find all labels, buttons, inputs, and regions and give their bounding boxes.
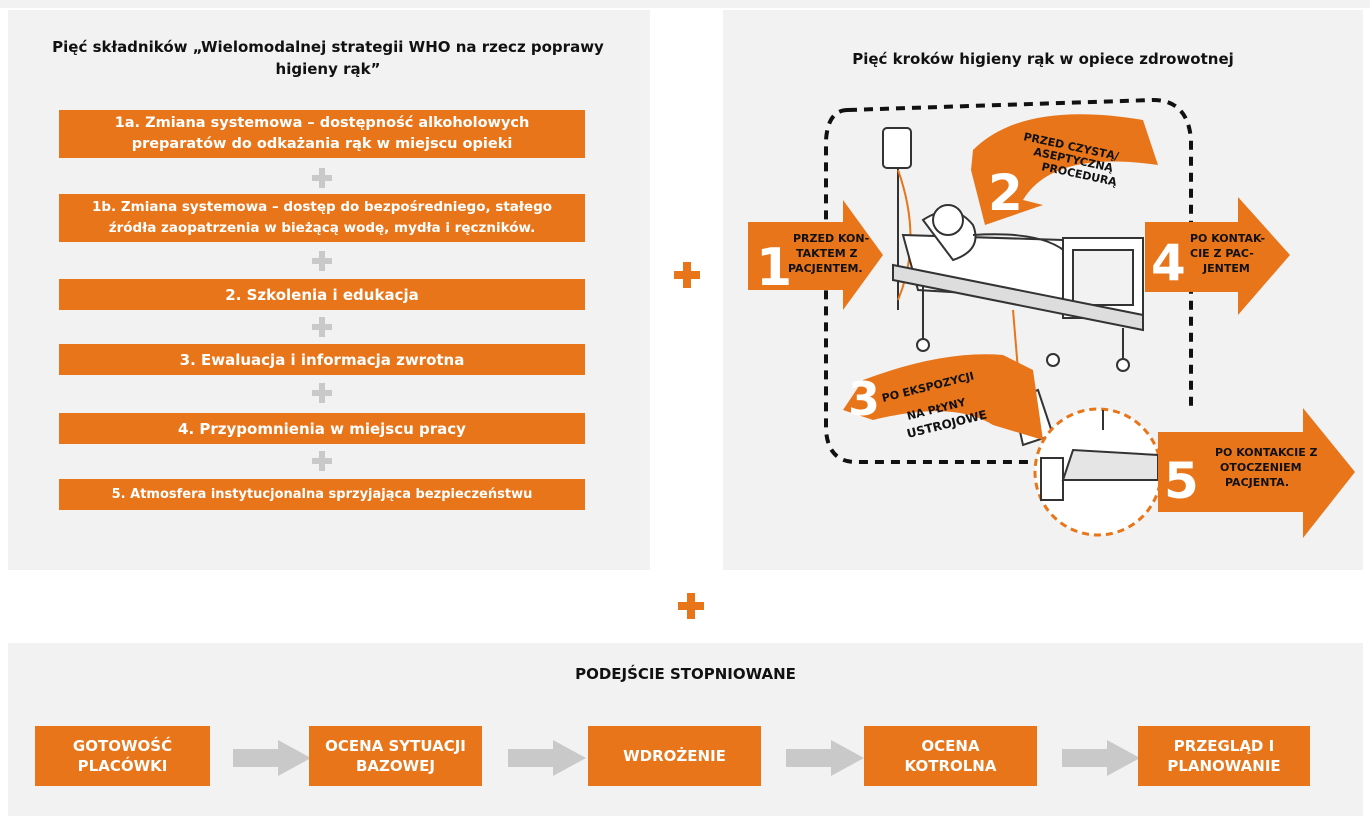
- plus-icon: [312, 251, 332, 271]
- moment-label: PACJENTEM.: [788, 262, 863, 275]
- moments-title: Pięć kroków higieny rąk w opiece zdrowot…: [852, 50, 1234, 68]
- moment-label: PRZED KON-: [793, 232, 869, 245]
- step-label: WDROŻENIE: [623, 747, 726, 765]
- step-label: OCENA SYTUACJI: [325, 737, 466, 755]
- strategy-component-4: 4. Przypomnienia w miejscu pracy: [59, 413, 585, 444]
- moment-label: PO KONTAK-: [1190, 232, 1265, 245]
- strategy-component-2: 2. Szkolenia i edukacja: [59, 279, 585, 310]
- stepwise-approach-panel: PODEJŚCIE STOPNIOWANE GOTOWOŚĆ PLACÓWKI O…: [8, 643, 1363, 816]
- moment-number: 5: [1164, 452, 1199, 510]
- moment-4-arrow: 4 PO KONTAK- CIE Z PAC- JENTEM: [1145, 197, 1290, 315]
- moment-label: TAKTEM Z: [796, 247, 857, 260]
- moment-label: PO KONTAKCIE Z: [1215, 446, 1318, 459]
- patient-zone-border: [847, 97, 1193, 410]
- moment-label: CIE Z PAC-: [1190, 247, 1254, 260]
- step-label: OCENA: [921, 737, 980, 755]
- plus-icon: [312, 168, 332, 188]
- step-label: BAZOWEJ: [355, 757, 436, 775]
- step-arrow: [1062, 740, 1140, 776]
- step-review-planning: PRZEGLĄD I PLANOWANIE: [1138, 726, 1310, 786]
- strategy-component-5: 5. Atmosfera instytucjonalna sprzyjająca…: [59, 479, 585, 510]
- strategy-component-1b: 1b. Zmiana systemowa – dostęp do bezpośr…: [59, 194, 585, 242]
- patient-zone-border: [824, 108, 1053, 464]
- step-implementation: WDROŻENIE: [588, 726, 761, 786]
- moment-5-arrow: 5 PO KONTAKCIE Z OTOCZENIEM PACJENTA.: [1158, 408, 1355, 538]
- step-arrow: [786, 740, 864, 776]
- moment-label: JENTEM: [1202, 262, 1250, 275]
- plus-icon: [678, 593, 704, 619]
- step-readiness: GOTOWOŚĆ PLACÓWKI: [35, 726, 210, 786]
- strategy-components-panel: Pięć składników „Wielomodalnej strategii…: [8, 10, 650, 570]
- step-baseline: OCENA SYTUACJI BAZOWEJ: [309, 726, 482, 786]
- plus-icon: [312, 317, 332, 337]
- step-label: PLANOWANIE: [1167, 757, 1281, 775]
- stepwise-title: PODEJŚCIE STOPNIOWANE: [575, 665, 796, 683]
- plus-icon: [312, 383, 332, 403]
- step-label: GOTOWOŚĆ: [72, 737, 173, 755]
- step-label: PRZEGLĄD I: [1173, 737, 1275, 755]
- top-strip: [0, 0, 1370, 8]
- moment-label: OTOCZENIEM: [1220, 461, 1302, 474]
- hand-hygiene-moments-panel: Pięć kroków higieny rąk w opiece zdrowot…: [723, 10, 1363, 570]
- moment-number: 4: [1151, 234, 1186, 292]
- strategy-title: Pięć składników „Wielomodalnej strategii…: [52, 38, 604, 78]
- moment-3-arrow: 3 PO EKSPOZYCJI NA PŁYNY USTROJOWE: [843, 354, 1043, 441]
- plus-icon: [312, 451, 332, 471]
- step-label: KOTROLNA: [904, 757, 997, 775]
- step-follow-up: OCENA KOTROLNA: [864, 726, 1037, 786]
- moment-1-arrow: 1 PRZED KON- TAKTEM Z PACJENTEM.: [748, 200, 883, 310]
- step-arrow: [233, 740, 311, 776]
- step-arrow: [508, 740, 586, 776]
- strategy-component-3: 3. Ewaluacja i informacja zwrotna: [59, 344, 585, 375]
- moment-number: 3: [848, 372, 880, 426]
- moment-2-arrow: 2 PRZED CZYSTĄ/ ASEPTYCZNĄ PROCEDURĄ: [971, 114, 1158, 225]
- moments-diagram: 1 PRZED KON- TAKTEM Z PACJENTEM. 2 PRZED…: [748, 97, 1355, 538]
- moment-number: 1: [756, 238, 792, 298]
- plus-icon: [674, 262, 700, 288]
- patient-surroundings-illustration: [1033, 407, 1163, 537]
- strategy-component-1a: 1a. Zmiana systemowa – dostępność alkoho…: [59, 110, 585, 158]
- step-label: PLACÓWKI: [77, 757, 168, 775]
- moment-label: PACJENTA.: [1225, 476, 1289, 489]
- moment-number: 2: [988, 164, 1023, 222]
